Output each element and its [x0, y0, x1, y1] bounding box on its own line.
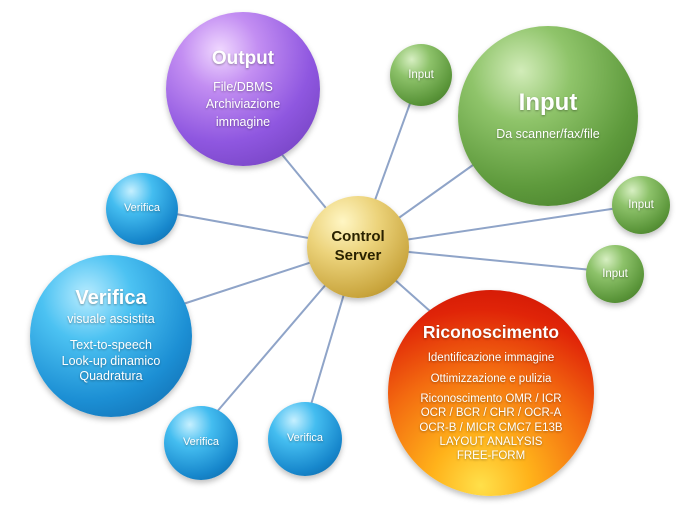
control-server-line: Control: [331, 228, 385, 246]
riconoscimento-line: LAYOUT ANALYSIS: [439, 436, 543, 449]
riconoscimento-line: Riconoscimento OMR / ICR: [420, 392, 562, 405]
input-main-title: Input: [518, 89, 578, 117]
input-node-small: Input: [612, 176, 670, 234]
riconoscimento-line: OCR-B / MICR CMC7 E13B: [419, 421, 563, 434]
verifica-small-label: Verifica: [286, 432, 324, 445]
control-server-node: Control Server: [307, 196, 409, 298]
verifica-main-subtitle: visuale assistita: [67, 312, 155, 327]
verifica-main-line: Look-up dinamico: [61, 353, 161, 368]
input-small-label: Input: [628, 198, 654, 211]
verifica-node-main: Verifica visuale assistita Text-to-speec…: [30, 255, 192, 417]
verifica-main-line: Quadratura: [79, 369, 143, 384]
verifica-small-label: Verifica: [182, 436, 220, 449]
verifica-small-label: Verifica: [123, 202, 161, 215]
verifica-main-line: Text-to-speech: [70, 337, 152, 352]
riconoscimento-title: Riconoscimento: [422, 322, 560, 343]
input-small-label: Input: [602, 267, 628, 280]
input-node-main: Input Da scanner/fax/file: [458, 26, 638, 206]
verifica-main-title: Verifica: [75, 287, 147, 310]
riconoscimento-line: FREE-FORM: [456, 450, 526, 463]
riconoscimento-line: OCR / BCR / CHR / OCR-A: [420, 407, 562, 420]
riconoscimento-line: Ottimizzazione e pulizia: [430, 372, 552, 385]
verifica-node-small: Verifica: [164, 406, 238, 480]
output-title: Output: [211, 47, 275, 69]
riconoscimento-line: Identificazione immagine: [427, 352, 555, 365]
control-server-line: Server: [334, 247, 382, 264]
input-main-line: Da scanner/fax/file: [496, 127, 600, 142]
output-line: immagine: [215, 114, 271, 129]
output-node: Output File/DBMS Archiviazione immagine: [166, 12, 320, 166]
verifica-node-small: Verifica: [268, 402, 342, 476]
input-small-label: Input: [408, 68, 434, 81]
output-line: Archiviazione: [205, 97, 281, 112]
input-node-small: Input: [390, 44, 452, 106]
verifica-node-small: Verifica: [106, 173, 178, 245]
riconoscimento-node: Riconoscimento Identificazione immagine …: [388, 290, 594, 496]
output-line: File/DBMS: [213, 79, 273, 94]
input-node-small: Input: [586, 245, 644, 303]
